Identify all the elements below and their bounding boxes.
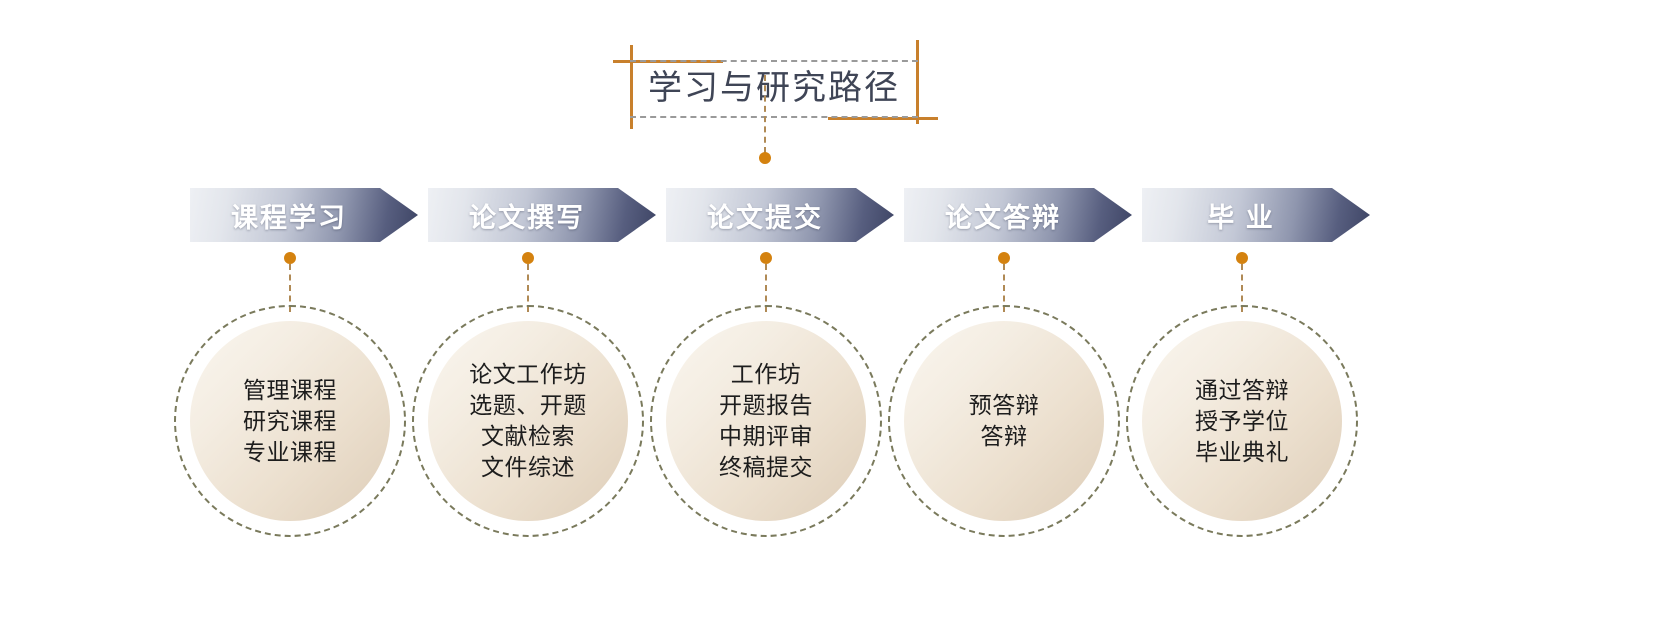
circle-dashed-ring bbox=[650, 305, 882, 537]
circle-dashed-ring bbox=[412, 305, 644, 537]
circle-body: 论文工作坊 选题、开题 文献检索 文件综述 bbox=[428, 321, 628, 521]
stage-connector-line-thesis-writing bbox=[527, 264, 529, 312]
stage-circle-thesis-defense[interactable]: 预答辩 答辩 bbox=[888, 305, 1120, 537]
stage-detail-text: 预答辩 答辩 bbox=[968, 392, 1040, 449]
stage-arrow-thesis-defense[interactable]: 论文答辩 bbox=[904, 188, 1132, 242]
stage-arrow-label: 课程学习 bbox=[231, 202, 347, 233]
stage-arrow-thesis-submission[interactable]: 论文提交 bbox=[666, 188, 894, 242]
title-connector-line bbox=[764, 75, 766, 153]
stage-detail-text: 管理课程 研究课程 专业课程 bbox=[243, 376, 337, 465]
title-dashed-box bbox=[630, 60, 918, 118]
stage-connector-dot-thesis-defense bbox=[998, 252, 1010, 264]
stage-circle-thesis-writing[interactable]: 论文工作坊 选题、开题 文献检索 文件综述 bbox=[412, 305, 644, 537]
stage-connector-line-course-study bbox=[289, 264, 291, 312]
stage-connector-dot-thesis-submission bbox=[760, 252, 772, 264]
circle-dashed-ring bbox=[1126, 305, 1358, 537]
stage-arrow-label: 论文提交 bbox=[707, 202, 823, 233]
stage-connector-line-graduation bbox=[1241, 264, 1243, 312]
stage-circle-thesis-submission[interactable]: 工作坊 开题报告 中期评审 终稿提交 bbox=[650, 305, 882, 537]
stage-connector-line-thesis-submission bbox=[765, 264, 767, 312]
stage-circle-graduation[interactable]: 通过答辩 授予学位 毕业典礼 bbox=[1126, 305, 1358, 537]
stage-connector-dot-course-study bbox=[284, 252, 296, 264]
title-connector-dot bbox=[759, 152, 771, 164]
stage-detail-text: 论文工作坊 选题、开题 文献检索 文件综述 bbox=[469, 361, 587, 480]
diagram-title-block: 学习与研究路径 bbox=[613, 40, 938, 140]
stage-arrow-label: 论文答辩 bbox=[945, 202, 1061, 233]
stage-detail-text: 通过答辩 授予学位 毕业典礼 bbox=[1195, 376, 1289, 465]
circle-body: 通过答辩 授予学位 毕业典礼 bbox=[1142, 321, 1342, 521]
circle-dashed-ring bbox=[888, 305, 1120, 537]
circle-body: 预答辩 答辩 bbox=[904, 321, 1104, 521]
title-frame-right-rule bbox=[916, 40, 919, 124]
stage-arrow-label: 毕 业 bbox=[1207, 202, 1275, 233]
circle-dashed-ring bbox=[174, 305, 406, 537]
stage-arrow-graduation[interactable]: 毕 业 bbox=[1142, 188, 1370, 242]
circle-body: 工作坊 开题报告 中期评审 终稿提交 bbox=[666, 321, 866, 521]
stage-detail-text: 工作坊 开题报告 中期评审 终稿提交 bbox=[719, 361, 813, 480]
stage-connector-dot-graduation bbox=[1236, 252, 1248, 264]
title-frame-left-rule bbox=[630, 45, 633, 129]
stage-connector-dot-thesis-writing bbox=[522, 252, 534, 264]
stage-arrow-label: 论文撰写 bbox=[469, 202, 585, 233]
stage-connector-line-thesis-defense bbox=[1003, 264, 1005, 312]
stage-arrow-thesis-writing[interactable]: 论文撰写 bbox=[428, 188, 656, 242]
page-title: 学习与研究路径 bbox=[648, 69, 900, 107]
title-frame-bottom-rule bbox=[828, 117, 938, 120]
circle-body: 管理课程 研究课程 专业课程 bbox=[190, 321, 390, 521]
stage-arrow-course-study[interactable]: 课程学习 bbox=[190, 188, 418, 242]
stage-circle-course-study[interactable]: 管理课程 研究课程 专业课程 bbox=[174, 305, 406, 537]
